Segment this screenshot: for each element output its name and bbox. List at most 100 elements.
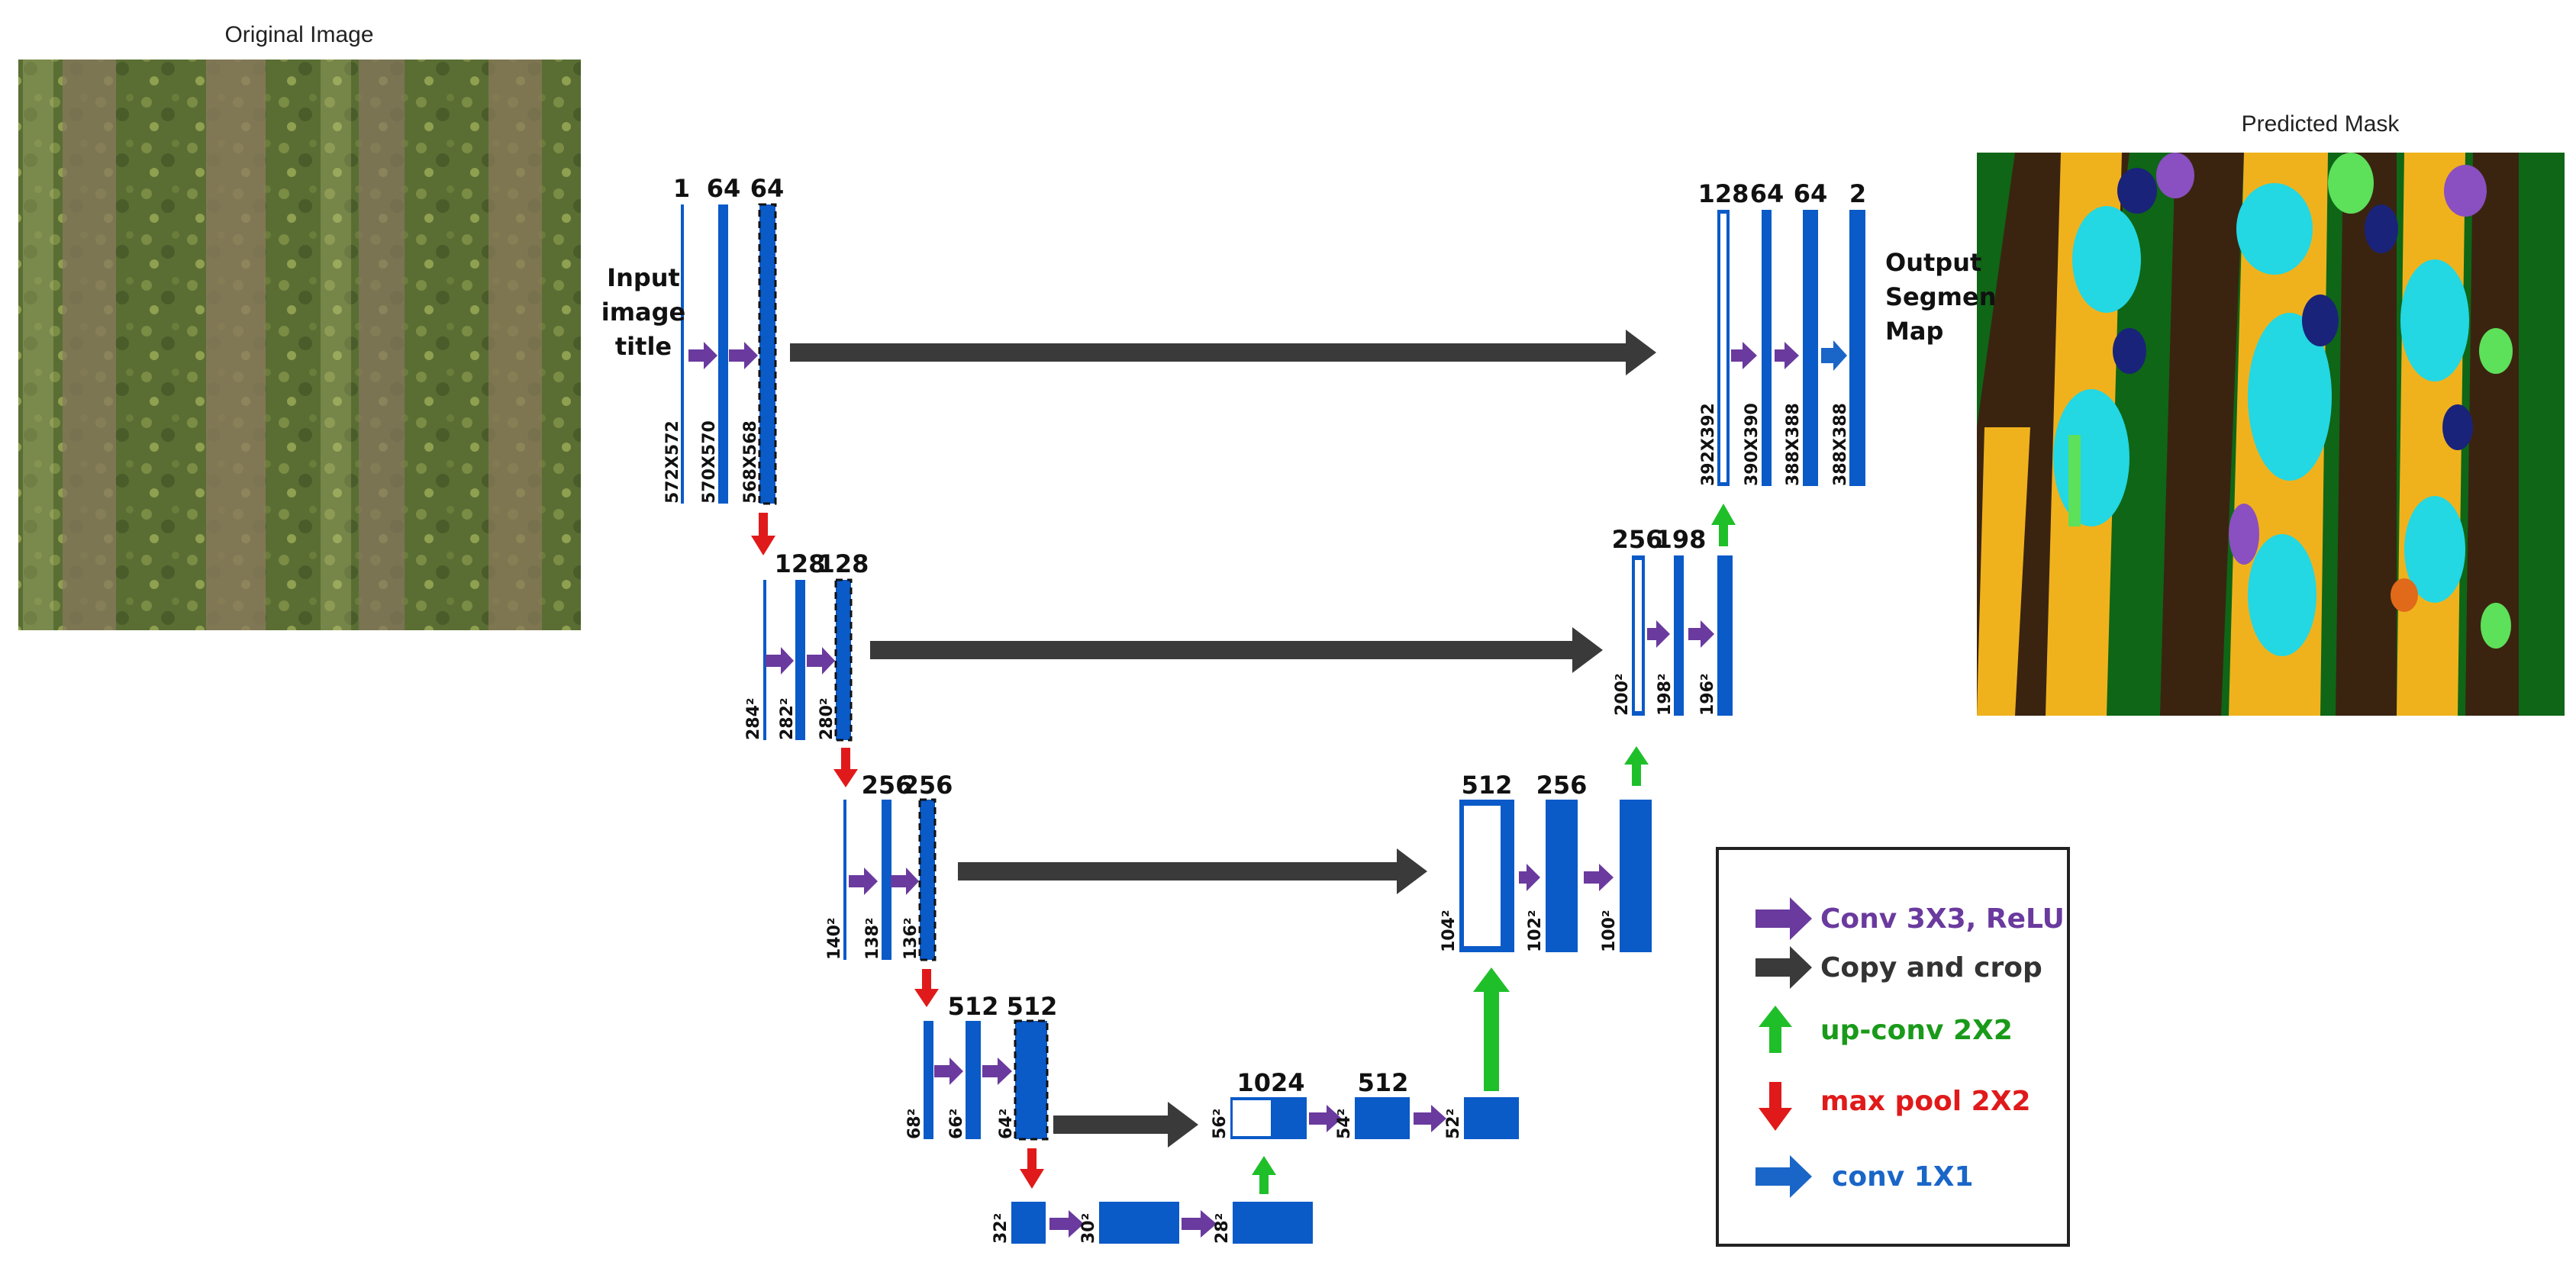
svg-text:56²: 56² (1211, 1109, 1230, 1139)
l1-bar-3 (758, 203, 777, 505)
u4-bar-2 (1355, 1097, 1410, 1139)
svg-text:image: image (601, 298, 686, 327)
svg-text:128: 128 (775, 549, 826, 578)
svg-text:392X392: 392X392 (1699, 403, 1718, 486)
u2-bar-1-hollow (1635, 560, 1642, 711)
u2-bar-2 (1674, 555, 1684, 716)
predicted-mask-title: Predicted Mask (2242, 111, 2400, 137)
svg-text:28²: 28² (1213, 1213, 1232, 1244)
conv-arrow (1775, 342, 1799, 369)
svg-text:256: 256 (1612, 525, 1663, 554)
u4-bar-1-hollow (1233, 1100, 1271, 1136)
u4-bar-3 (1464, 1097, 1519, 1139)
svg-text:200²: 200² (1613, 673, 1632, 716)
l3-bar-1 (843, 800, 846, 960)
l1-bar-2 (718, 204, 728, 504)
svg-text:128: 128 (1698, 179, 1749, 208)
u1-bar-1-hollow (1720, 214, 1726, 482)
l2-bar-1 (763, 580, 766, 740)
svg-text:198: 198 (1656, 525, 1707, 554)
maxpool-arrows (751, 513, 1044, 1189)
maxpool-arrow (1020, 1148, 1044, 1189)
upconv-arrow (1624, 746, 1649, 786)
legend-conv-label: Conv 3X3, ReLU (1820, 903, 2065, 935)
unet-blocks (681, 203, 1865, 1244)
predicted-mask (1977, 153, 2565, 716)
l3-bar-3 (918, 798, 937, 961)
svg-text:196²: 196² (1698, 673, 1717, 716)
svg-text:54²: 54² (1335, 1109, 1354, 1139)
svg-text:2: 2 (1849, 179, 1866, 208)
legend-conv1x1-arrow (1755, 1155, 1812, 1198)
svg-text:198²: 198² (1656, 673, 1675, 716)
svg-text:64: 64 (707, 174, 741, 203)
legend-conv-arrow (1755, 897, 1812, 940)
copy-arrow (1053, 1102, 1198, 1148)
conv-arrow (807, 647, 835, 674)
conv-arrow (1584, 864, 1614, 891)
svg-text:284²: 284² (744, 697, 763, 740)
svg-text:140²: 140² (825, 917, 844, 960)
legend-copy-arrow (1755, 946, 1812, 989)
conv-arrow (1309, 1105, 1342, 1132)
svg-text:64²: 64² (997, 1109, 1016, 1139)
copy-arrows (790, 330, 1656, 1148)
u1-bar-2 (1762, 210, 1772, 486)
maxpool-arrow (914, 969, 939, 1007)
svg-text:66²: 66² (947, 1109, 966, 1139)
conv-arrow (766, 647, 794, 674)
svg-text:138²: 138² (863, 917, 882, 960)
upconv-arrow (1473, 967, 1510, 1091)
l5-bar-2 (1099, 1202, 1179, 1244)
svg-text:1: 1 (673, 174, 690, 203)
input-label: Input image title (601, 263, 686, 361)
copy-arrow (790, 330, 1656, 375)
u1-bar-3 (1803, 210, 1818, 486)
svg-text:title: title (615, 332, 672, 361)
conv-arrow (849, 868, 878, 895)
conv-arrow (1182, 1210, 1217, 1238)
svg-text:Map: Map (1885, 317, 1943, 346)
conv-arrows (688, 342, 1799, 1238)
svg-text:30²: 30² (1079, 1213, 1098, 1244)
svg-text:572X572: 572X572 (663, 420, 682, 504)
svg-text:568X568: 568X568 (741, 420, 760, 504)
u3-bar-2 (1546, 800, 1578, 952)
svg-text:388X388: 388X388 (1784, 403, 1803, 486)
conv-arrow (1731, 342, 1757, 369)
svg-text:64: 64 (750, 174, 785, 203)
copy-arrow (870, 627, 1603, 673)
conv-arrow (688, 342, 717, 369)
conv-arrow (1688, 620, 1714, 648)
maxpool-arrow (833, 748, 858, 787)
legend-maxpool-arrow (1759, 1082, 1792, 1131)
conv-arrow (1414, 1105, 1446, 1132)
dimension-labels: 572X572 570X570 568X568 284² 282² 280² 1… (663, 403, 1850, 1244)
legend-conv1x1-label: conv 1X1 (1832, 1161, 1974, 1193)
u3-bar-1-hollow (1464, 806, 1501, 946)
svg-text:570X570: 570X570 (700, 420, 719, 504)
maxpool-arrow (751, 513, 775, 555)
conv-arrow (1519, 864, 1540, 891)
channel-labels: 1 64 64 128 128 256 256 512 512 1024 512… (673, 174, 1866, 1097)
svg-text:68²: 68² (905, 1109, 924, 1139)
svg-text:Output: Output (1885, 248, 1981, 277)
l5-bar-1 (1011, 1202, 1046, 1244)
original-image (18, 60, 581, 630)
legend-maxpool-label: max pool 2X2 (1820, 1086, 2031, 1117)
legend-upconv-arrow (1759, 1006, 1792, 1053)
u1-bar-4 (1849, 210, 1865, 486)
legend-upconv-label: up-conv 2X2 (1820, 1015, 2013, 1046)
l1-bar-1 (681, 204, 684, 504)
conv-arrow (982, 1058, 1012, 1085)
svg-text:256: 256 (1536, 771, 1588, 800)
u3-bar-3 (1620, 800, 1652, 952)
svg-text:64: 64 (1750, 179, 1785, 208)
svg-text:512: 512 (948, 992, 999, 1021)
copy-arrow (958, 848, 1427, 894)
svg-text:128: 128 (818, 549, 869, 578)
l2-bar-2 (795, 580, 805, 740)
l2-bar-3 (834, 578, 853, 742)
svg-text:282²: 282² (778, 697, 797, 740)
